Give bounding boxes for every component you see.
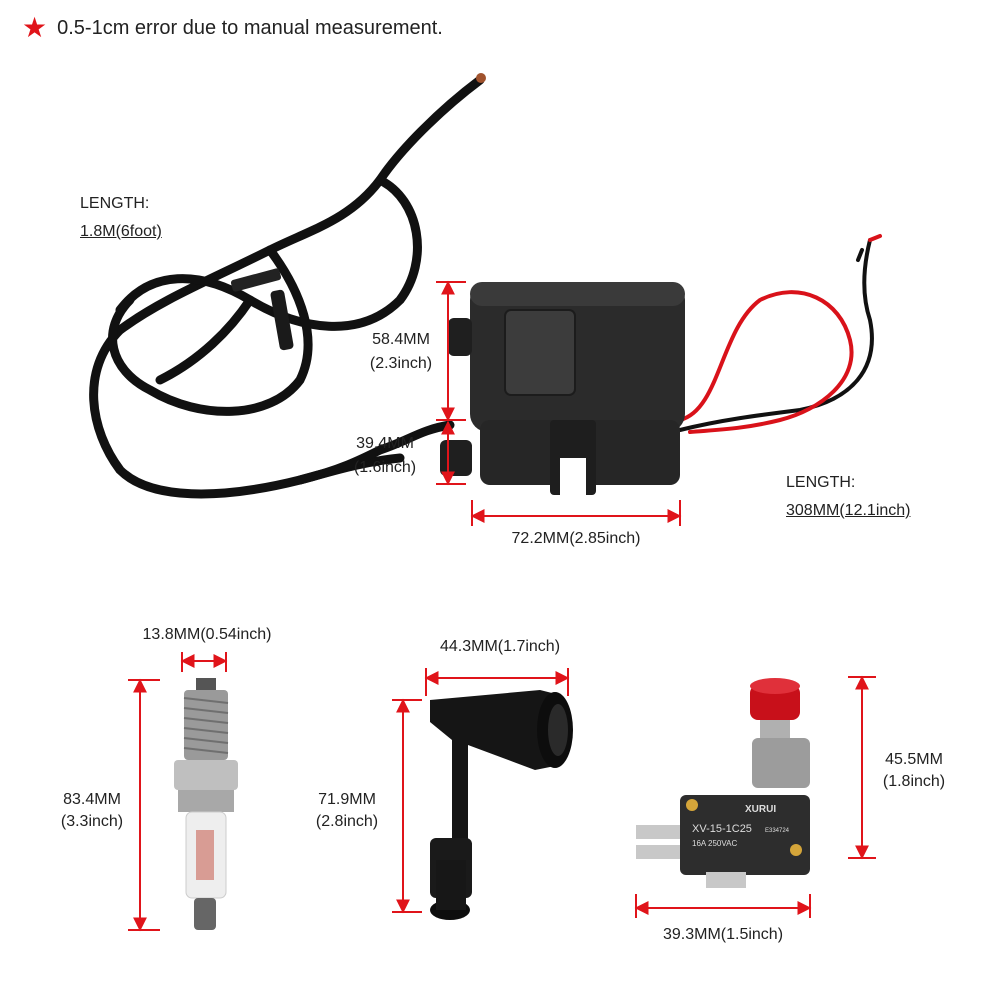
spark-plug-length-in: (3.3inch) bbox=[60, 813, 124, 830]
cable-tip bbox=[476, 73, 486, 83]
switch-dimensions bbox=[634, 675, 876, 918]
spark-plug-length-mm: 83.4MM bbox=[63, 791, 121, 808]
black-cable bbox=[89, 75, 485, 499]
switch-cert: E334724 bbox=[765, 828, 790, 834]
lead-wires bbox=[678, 234, 882, 434]
measurement-note: ★ 0.5-1cm error due to manual measuremen… bbox=[22, 14, 443, 42]
cable-length-title: LENGTH: bbox=[80, 195, 150, 212]
cap-length-mm: 71.9MM bbox=[318, 791, 376, 808]
module-base-in: (1.6inch) bbox=[353, 459, 417, 476]
switch-height-in: (1.8inch) bbox=[882, 773, 946, 790]
switch-width: 39.3MM(1.5inch) bbox=[662, 926, 784, 943]
module-height-mm: 58.4MM bbox=[372, 331, 430, 348]
cable-length-value: 1.8M(6foot) bbox=[80, 223, 162, 240]
cap-dimensions bbox=[392, 668, 570, 914]
spark-plug-dimensions bbox=[128, 652, 228, 932]
spark-plug bbox=[174, 678, 238, 930]
spark-plug-cap bbox=[430, 690, 573, 920]
micro-switch: XURUI XV-15-1C25 16A 250VAC E334724 bbox=[636, 678, 810, 888]
cable-tie bbox=[230, 268, 294, 351]
cap-width: 44.3MM(1.7inch) bbox=[439, 638, 561, 655]
switch-rating: 16A 250VAC bbox=[692, 839, 737, 848]
module-height-in: (2.3inch) bbox=[369, 355, 433, 372]
spark-plug-width: 13.8MM(0.54inch) bbox=[142, 626, 272, 643]
switch-brand: XURUI bbox=[745, 804, 776, 815]
module-base-mm: 39.4MM bbox=[356, 435, 414, 452]
module-dimensions bbox=[436, 280, 682, 526]
switch-model: XV-15-1C25 bbox=[692, 823, 752, 835]
note-text: 0.5-1cm error due to manual measurement. bbox=[57, 16, 443, 39]
wire-length-title: LENGTH: bbox=[786, 474, 856, 491]
module-width: 72.2MM(2.85inch) bbox=[511, 530, 641, 547]
cap-length-in: (2.8inch) bbox=[315, 813, 379, 830]
switch-height-mm: 45.5MM bbox=[885, 751, 943, 768]
wire-length-value: 308MM(12.1inch) bbox=[786, 502, 911, 519]
ignition-module bbox=[440, 282, 685, 495]
star-icon: ★ bbox=[22, 12, 48, 43]
